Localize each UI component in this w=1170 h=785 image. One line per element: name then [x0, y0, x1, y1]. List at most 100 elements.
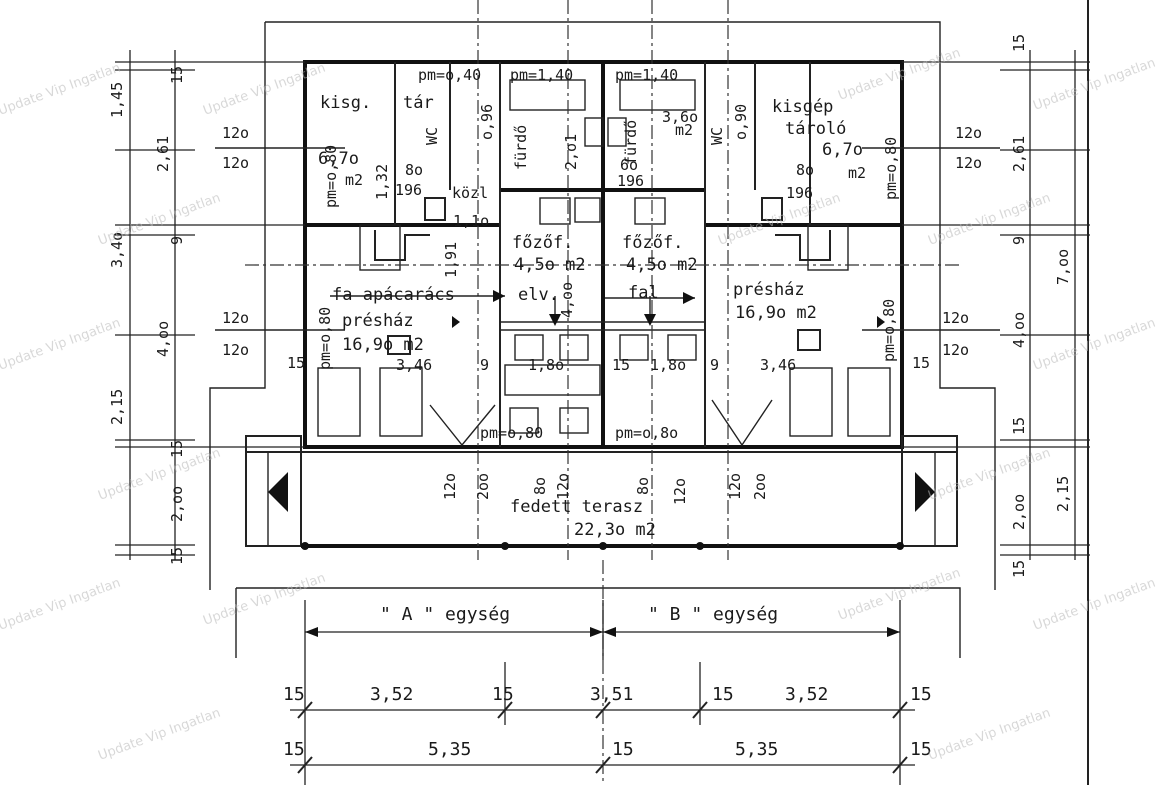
dim-120-t2: 12o [554, 473, 572, 500]
watermark-16: Update Vip Ingatlan [96, 706, 222, 764]
dim-120-f: 12o [955, 154, 982, 172]
dim-200-t1: 2oo [474, 473, 492, 500]
bottom-r2-0: 15 [283, 739, 305, 760]
dim-60: 6o [620, 156, 638, 174]
bottom-dimension-chains [290, 600, 915, 785]
dim-9-l: 9 [480, 356, 489, 374]
right-dim-f: 2,oo [1010, 494, 1028, 530]
right-storage-unit: m2 [848, 164, 866, 182]
bottom-r1-4: 15 [712, 684, 734, 705]
watermark-3: Update Vip Ingatlan [836, 46, 962, 104]
left-dim-c: 3,4o [108, 232, 126, 268]
dim-196-left: 196 [395, 181, 422, 199]
dim-400-mid: 4,oo [558, 282, 576, 318]
dim-346-l: 3,46 [396, 356, 432, 374]
annotations: pm=o,40 pm=1,40 pm=1,40 pm=o,80 pm=o,80 … [222, 66, 982, 505]
press-left-name: présház [342, 311, 414, 331]
dim-80-left: 8o [405, 161, 423, 179]
watermark-11: Update Vip Ingatlan [926, 446, 1052, 504]
watermark-7: Update Vip Ingatlan [926, 191, 1052, 249]
dim-120-g: 12o [942, 309, 969, 327]
right-storage-name: kisgép [772, 97, 833, 117]
dim-132: 1,32 [373, 164, 391, 200]
dim-120-t4: 12o [726, 473, 744, 500]
elv-label: elv. [518, 285, 559, 305]
bottom-r2-3: 5,35 [735, 739, 778, 760]
watermark-6: Update Vip Ingatlan [716, 191, 842, 249]
press-left-area: 16,9o m2 [342, 335, 424, 355]
watermark-5: Update Vip Ingatlan [96, 191, 222, 249]
leader-lines [215, 147, 1000, 331]
bottom-r1-3: 3,51 [590, 684, 633, 705]
bath-left-area: 2,o1 [562, 134, 580, 170]
left-dim-a: 1,45 [108, 82, 126, 118]
pm-label-right: pm=o,80 [882, 137, 900, 200]
left-storage-area: 6,7o [318, 149, 359, 169]
left-dimension-chain [115, 50, 305, 560]
pm-label-press-right: pm=o,80 [880, 299, 898, 362]
dim-120-h: 12o [942, 341, 969, 359]
dim-120-a: 12o [222, 124, 249, 142]
kitchen-left-name: főzőf. [512, 233, 573, 253]
pm-label-press-left: pm=o,80 [316, 307, 334, 370]
left-dim-e: 2,15 [108, 389, 126, 425]
pm-label-terrace-2: pm=o,8o [615, 424, 678, 442]
dim-191: 1,91 [442, 242, 460, 278]
dim-80-t2: 8o [634, 477, 652, 495]
wood-grille-label: fa apácarács [332, 285, 455, 305]
pm-label-terrace-1: pm=o,80 [480, 424, 543, 442]
watermark-9: Update Vip Ingatlan [1031, 316, 1157, 374]
fixtures [317, 79, 891, 447]
bath-right-name: fürdő [622, 120, 640, 165]
watermark-8: Update Vip Ingatlan [0, 316, 123, 374]
axis-lines [245, 0, 960, 785]
dim-120-t3: 12o [671, 478, 689, 505]
bottom-r1-6: 15 [910, 684, 932, 705]
left-dim-9: 9 [168, 236, 186, 245]
dim-180-r: 1,8o [650, 356, 686, 374]
dim-090: o,90 [732, 104, 750, 140]
dim-15-r: 15 [912, 354, 930, 372]
right-dim-b: 2,61 [1010, 136, 1028, 172]
wc-right: WC [708, 127, 726, 145]
bottom-r2-2: 15 [612, 739, 634, 760]
dim-196-mid: 196 [617, 172, 644, 190]
watermark-15: Update Vip Ingatlan [1031, 576, 1157, 634]
dim-15-l: 15 [287, 354, 305, 372]
right-storage-name2: tároló [785, 119, 846, 139]
watermark-4: Update Vip Ingatlan [1031, 56, 1157, 114]
left-storage-name2: tár [403, 93, 434, 113]
watermark-17: Update Vip Ingatlan [926, 706, 1052, 764]
watermark-12: Update Vip Ingatlan [0, 576, 123, 634]
dim-200-t2: 2oo [751, 473, 769, 500]
dim-110: 1,1o [453, 212, 489, 230]
pm-label-3: pm=1,40 [615, 66, 678, 84]
dim-80-t1: 8o [531, 477, 549, 495]
watermark-10: Update Vip Ingatlan [96, 446, 222, 504]
right-dim-h: 15 [1010, 560, 1028, 578]
dim-196-right: 196 [786, 184, 813, 202]
dim-80-right: 8o [796, 161, 814, 179]
dim-346-r: 3,46 [760, 356, 796, 374]
dim-180-l: 1,8o [528, 356, 564, 374]
bath-right-unit: m2 [675, 121, 693, 139]
right-storage-area: 6,7o [822, 140, 863, 160]
terrace-area: 22,3o m2 [574, 520, 656, 540]
left-dim-g2: 15 [168, 547, 186, 565]
left-dim-f: 2,oo [168, 486, 186, 522]
kitchen-right-name: főzőf. [622, 233, 683, 253]
right-dim-e: 4,oo [1010, 312, 1028, 348]
corridor-label: közl [452, 184, 488, 202]
left-storage-unit: m2 [345, 171, 363, 189]
dim-9-r: 9 [710, 356, 719, 374]
bottom-r2-4: 15 [910, 739, 932, 760]
right-dim-d: 9 [1010, 236, 1028, 245]
pm-label-1: pm=o,40 [418, 66, 481, 84]
wall-label: fal [628, 283, 659, 303]
right-dim-g: 2,15 [1054, 476, 1072, 512]
bottom-r1-5: 3,52 [785, 684, 828, 705]
right-dim-a: 15 [1010, 34, 1028, 52]
wc-left: WC [423, 127, 441, 145]
unit-a-label: " A " egység [380, 604, 510, 625]
